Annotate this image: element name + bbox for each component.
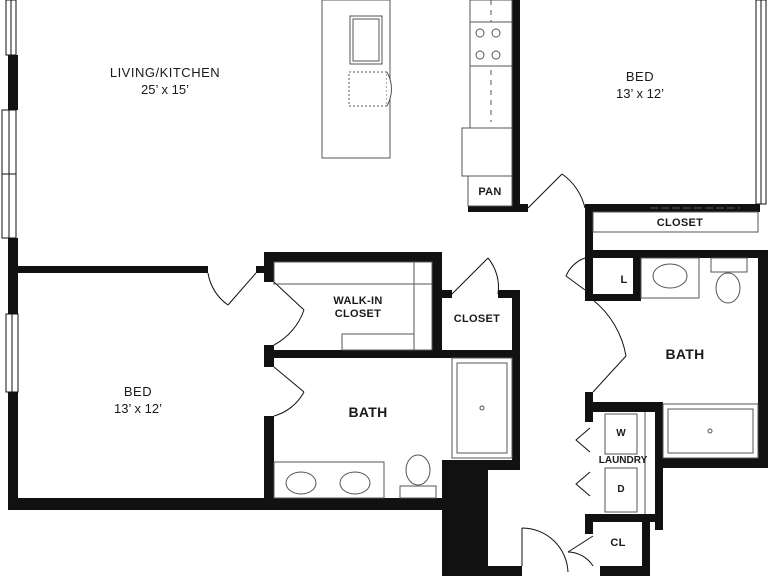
door-bed-left xyxy=(207,272,257,306)
kitchen-fixtures xyxy=(321,0,513,207)
dishwasher xyxy=(348,71,388,107)
room-label-closet-bed-right: CLOSET xyxy=(656,217,704,229)
room-label-bath-right: BATH xyxy=(665,346,705,362)
wall-left-upper xyxy=(8,55,18,110)
wall-pantry-bottom xyxy=(468,204,528,212)
wall-walkin-right xyxy=(432,252,442,352)
walkin-shelf-top xyxy=(273,261,433,285)
wall-cl-left xyxy=(585,514,593,534)
shower-right-drain xyxy=(707,428,713,434)
room-label-living-kitchen: LIVING/KITCHEN xyxy=(109,65,221,80)
room-label-bath-center: BATH xyxy=(348,404,388,420)
walkin-shelf-right xyxy=(413,261,433,351)
wall-closet-hall-top xyxy=(498,290,520,298)
burner-1 xyxy=(475,28,485,38)
wall-closet-right-bottom xyxy=(585,250,768,258)
wall-living-bed-left-b xyxy=(256,266,268,273)
wall-kitchen-bed-right xyxy=(512,0,520,212)
wall-entry-bottom-left xyxy=(442,566,522,576)
door-walkin xyxy=(273,281,305,346)
wall-left-lower xyxy=(8,392,18,510)
toilet-center-tank xyxy=(399,485,437,499)
wall-living-bed-left xyxy=(8,266,208,273)
closet-shelves xyxy=(273,207,759,351)
sink-center-1 xyxy=(285,471,317,495)
toilet-right-tank xyxy=(710,257,748,273)
wall-left-mid xyxy=(8,238,18,314)
closet-right-shelf xyxy=(592,211,759,233)
door-laundry-a xyxy=(575,427,591,453)
door-linen xyxy=(565,257,586,291)
dishwasher-door xyxy=(386,71,392,107)
wall-closet-hall-topleft xyxy=(440,290,452,298)
fridge xyxy=(461,127,513,177)
walkin-shelf-bottom xyxy=(341,333,415,351)
shower-center-drain xyxy=(479,405,485,411)
room-label-pantry: PAN xyxy=(478,186,502,198)
room-label-bed-left: BED xyxy=(123,384,153,399)
wall-closet-right-left xyxy=(585,204,593,260)
door-closet-hall xyxy=(451,257,499,295)
room-dims-bed-left: 13’ x 12’ xyxy=(114,401,162,416)
room-label-linen: L xyxy=(620,274,628,286)
toilet-right xyxy=(715,272,741,304)
wall-laundry-left xyxy=(585,402,593,422)
wall-right-exterior xyxy=(758,258,768,468)
room-dims-bed-right: 13’ x 12’ xyxy=(616,86,664,101)
range xyxy=(469,21,513,67)
appliance-label-dryer: D xyxy=(617,484,625,495)
pantry-box xyxy=(467,175,513,207)
room-label-closet-entry: CL xyxy=(610,537,626,549)
wall-walkin-left-top xyxy=(264,252,274,282)
wall-cl-right xyxy=(642,514,650,576)
appliance-label-washer: W xyxy=(616,428,626,439)
wall-bath-right-left-top xyxy=(585,258,593,300)
door-bath-center xyxy=(273,366,305,417)
door-cl xyxy=(567,535,594,567)
wall-walkin-top xyxy=(264,252,442,262)
room-label-bed-right: BED xyxy=(625,69,655,84)
toilet-center xyxy=(405,454,431,486)
wall-laundry-bottom xyxy=(585,514,663,522)
laundry-fixtures xyxy=(604,412,646,514)
wall-laundry-top xyxy=(585,402,663,412)
burner-2 xyxy=(491,28,501,38)
wall-linen-bottom xyxy=(585,294,641,301)
burner-3 xyxy=(475,50,485,60)
dryer-box xyxy=(604,467,638,513)
door-laundry-b xyxy=(575,471,591,497)
walls xyxy=(8,0,768,576)
room-label-laundry: LAUNDRY xyxy=(598,455,648,466)
bath-right-fixtures xyxy=(640,257,759,459)
wall-bath-right-bottom xyxy=(655,458,768,468)
wall-laundry-right xyxy=(655,402,663,530)
wall-entry-left xyxy=(442,465,488,576)
door-bath-right xyxy=(592,299,627,393)
wall-bath-center-right xyxy=(512,290,520,468)
wall-bath-center-left-bot xyxy=(264,416,274,506)
doors xyxy=(207,173,627,573)
room-label-walk-in-closet: WALK-IN CLOSET xyxy=(333,295,383,321)
door-bed-right xyxy=(527,173,586,209)
kitchen-sink-basin xyxy=(352,18,380,62)
door-entry xyxy=(521,527,569,573)
wall-walkin-bath-div xyxy=(264,350,519,358)
wall-linen-right xyxy=(633,258,641,300)
wall-bed-left-bottom xyxy=(8,498,448,510)
windows xyxy=(1,0,767,393)
sink-right xyxy=(652,263,688,289)
bath-center-fixtures xyxy=(273,357,513,499)
room-label-closet-hall: CLOSET xyxy=(453,313,501,325)
wall-entry-bottom-right xyxy=(600,566,650,576)
wall-bath-center-left-top xyxy=(264,355,274,367)
stove-burners xyxy=(475,28,501,60)
burner-4 xyxy=(491,50,501,60)
room-dims-living-kitchen: 25’ x 15’ xyxy=(141,82,189,97)
washer-box xyxy=(604,413,638,455)
sink-center-2 xyxy=(339,471,371,495)
